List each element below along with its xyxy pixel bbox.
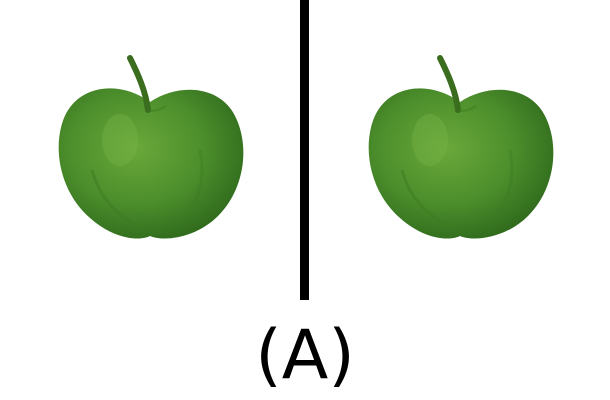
left-apple-image bbox=[50, 50, 250, 246]
green-apple-icon bbox=[58, 55, 244, 239]
caption-label: (A) bbox=[255, 316, 355, 395]
vertical-divider bbox=[300, 0, 309, 300]
green-apple-icon bbox=[368, 55, 554, 239]
right-apple-image bbox=[360, 50, 560, 246]
